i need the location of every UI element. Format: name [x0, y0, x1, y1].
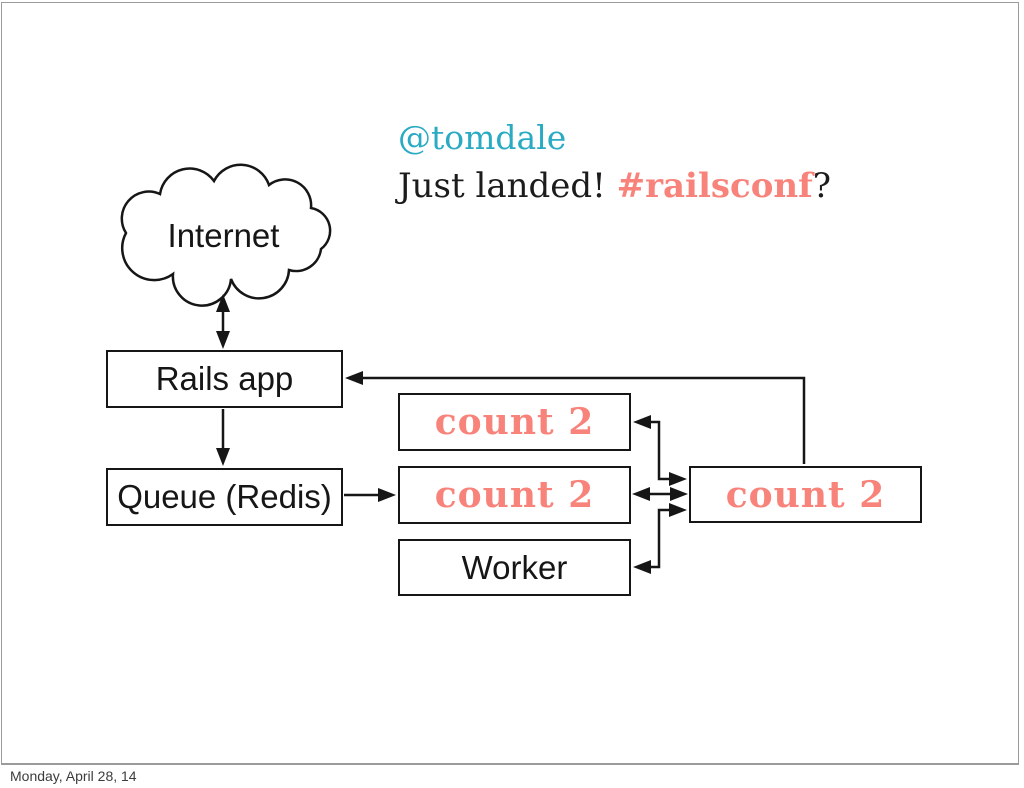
- diagram-graphics: [120, 163, 806, 574]
- node-count-top: count 2: [398, 393, 631, 451]
- node-count-right-label: count 2: [725, 473, 886, 516]
- edge-counttop-countright: [633, 415, 687, 486]
- slide-canvas: @tomdale Just landed! #railsconf? Intern…: [1, 2, 1019, 765]
- cloud-shape: [120, 163, 332, 307]
- edge-rails-queue: [216, 409, 230, 466]
- tweet-message: Just landed! #railsconf?: [398, 161, 831, 211]
- edge-countright-rails: [345, 371, 806, 464]
- node-count-middle: count 2: [398, 466, 631, 524]
- slide-date-footer: Monday, April 28, 14: [10, 768, 137, 784]
- node-count-right: count 2: [689, 466, 922, 523]
- tweet-message-suffix: ?: [812, 166, 831, 206]
- edge-countmid-countright: [632, 487, 688, 501]
- tweet-hashtag: #railsconf: [616, 166, 813, 206]
- node-rails-app: Rails app: [106, 350, 343, 408]
- tweet-handle: @tomdale: [398, 118, 567, 157]
- edge-internet-rails: [216, 294, 230, 349]
- node-queue-redis: Queue (Redis): [106, 468, 343, 526]
- tweet-text: @tomdale Just landed! #railsconf?: [398, 115, 831, 211]
- node-worker-label: Worker: [461, 548, 568, 586]
- node-internet-label: Internet: [167, 217, 280, 254]
- edge-queue-count: [344, 488, 396, 502]
- tweet-message-prefix: Just landed!: [398, 166, 617, 206]
- edge-worker-countright: [633, 503, 687, 574]
- node-rails-app-label: Rails app: [155, 360, 294, 397]
- node-count-top-label: count 2: [434, 401, 595, 443]
- node-count-middle-label: count 2: [434, 474, 595, 516]
- node-worker: Worker: [398, 539, 631, 596]
- node-queue-redis-label: Queue (Redis): [117, 478, 332, 515]
